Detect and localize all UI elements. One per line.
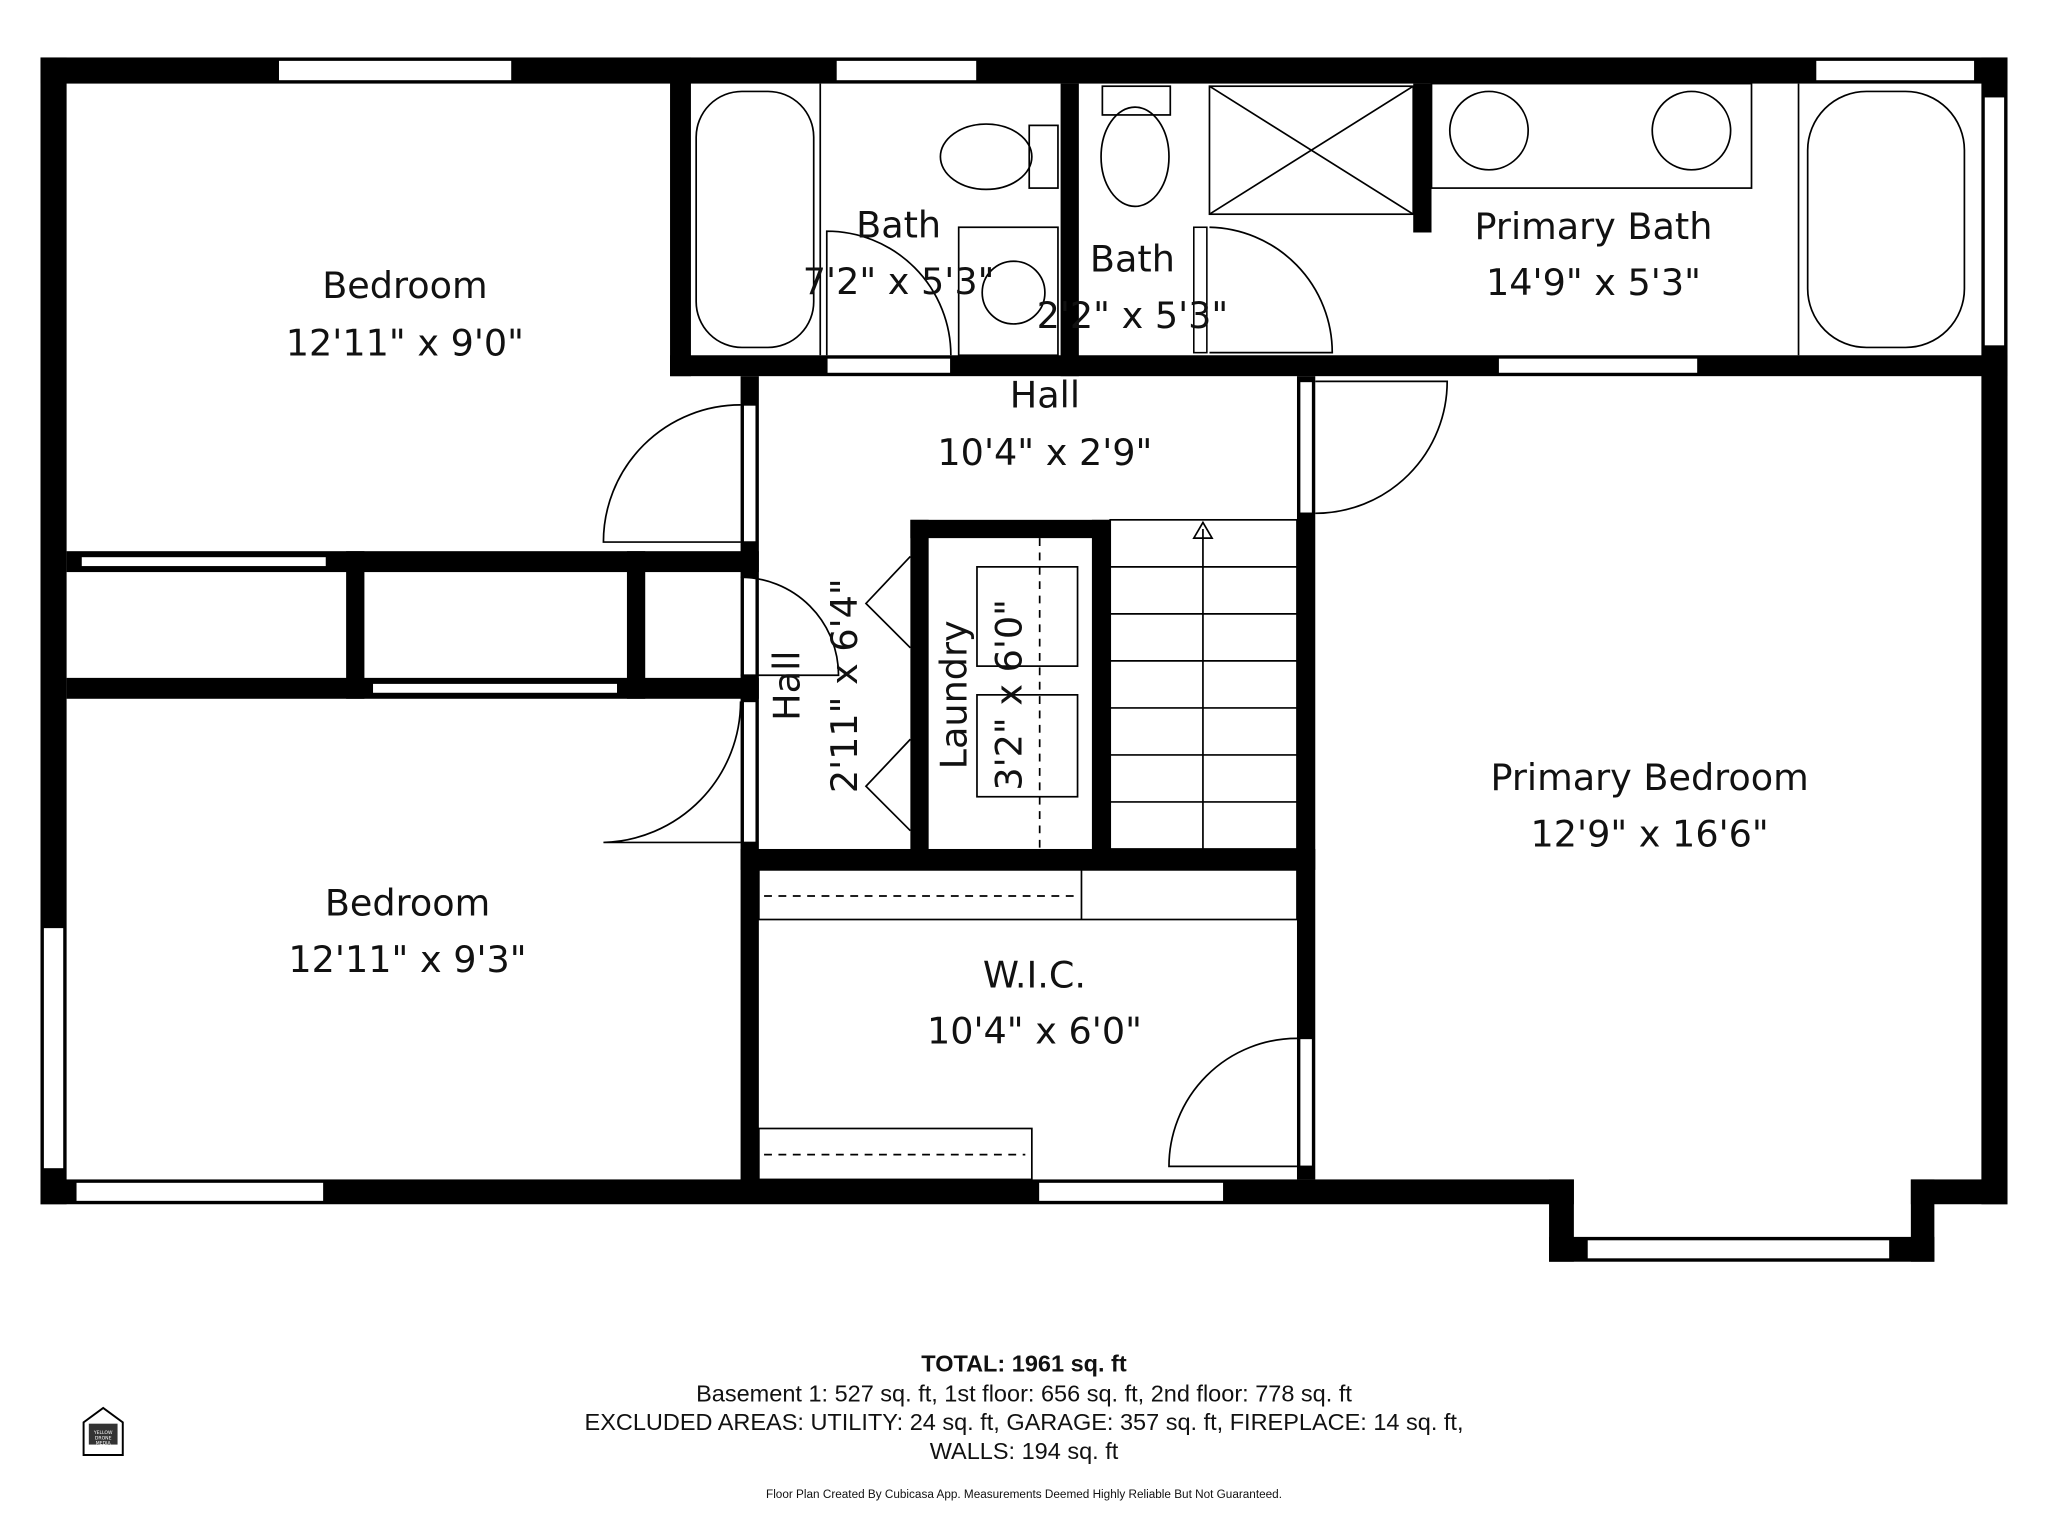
disclaimer: Floor Plan Created By Cubicasa App. Meas… bbox=[766, 1488, 1282, 1501]
room-name: W.I.C. bbox=[983, 953, 1086, 996]
room-name: Primary Bath bbox=[1475, 205, 1713, 248]
room-name: Bath bbox=[856, 204, 941, 247]
svg-text:MEDIA: MEDIA bbox=[96, 1441, 112, 1447]
room-size: 14'9" x 5'3" bbox=[1486, 261, 1701, 304]
windows-and-openings bbox=[42, 59, 2006, 1260]
room-size: 2'11" x 6'4" bbox=[823, 578, 866, 793]
room-size: 7'2" x 5'3" bbox=[803, 260, 995, 303]
walls bbox=[40, 57, 2008, 1262]
svg-text:DRONE: DRONE bbox=[95, 1435, 112, 1441]
room-name: Hall bbox=[765, 651, 808, 721]
svg-text:YELLOW: YELLOW bbox=[93, 1430, 113, 1436]
doors bbox=[602, 226, 1449, 1168]
room-name: Primary Bedroom bbox=[1490, 756, 1808, 799]
footer: TOTAL: 1961 sq. ft Basement 1: 527 sq. f… bbox=[585, 1350, 1464, 1501]
walls-area: WALLS: 194 sq. ft bbox=[930, 1438, 1119, 1464]
floor-areas: Basement 1: 527 sq. ft, 1st floor: 656 s… bbox=[696, 1380, 1352, 1406]
room-size: 12'11" x 9'3" bbox=[288, 938, 526, 981]
room-size: 12'9" x 16'6" bbox=[1531, 812, 1769, 855]
room-labels: Bedroom 12'11" x 9'0" Bath 7'2" x 5'3" B… bbox=[286, 204, 1809, 1053]
house-logo-icon: YELLOW DRONE MEDIA bbox=[82, 1406, 124, 1456]
room-size: 2'2" x 5'3" bbox=[1037, 294, 1229, 337]
room-name: Laundry bbox=[933, 620, 976, 769]
total-area: TOTAL: 1961 sq. ft bbox=[921, 1350, 1127, 1376]
room-name: Bath bbox=[1090, 238, 1175, 281]
room-size: 10'4" x 2'9" bbox=[937, 431, 1152, 474]
room-size: 3'2" x 6'0" bbox=[987, 599, 1030, 791]
room-name: Hall bbox=[1010, 374, 1080, 417]
room-size: 12'11" x 9'0" bbox=[286, 321, 524, 364]
excluded-areas: EXCLUDED AREAS: UTILITY: 24 sq. ft, GARA… bbox=[585, 1409, 1464, 1435]
stairs bbox=[1109, 518, 1298, 850]
fixtures bbox=[695, 82, 1966, 1181]
room-size: 10'4" x 6'0" bbox=[927, 1010, 1142, 1053]
room-name: Bedroom bbox=[325, 882, 490, 925]
room-name: Bedroom bbox=[322, 264, 487, 307]
